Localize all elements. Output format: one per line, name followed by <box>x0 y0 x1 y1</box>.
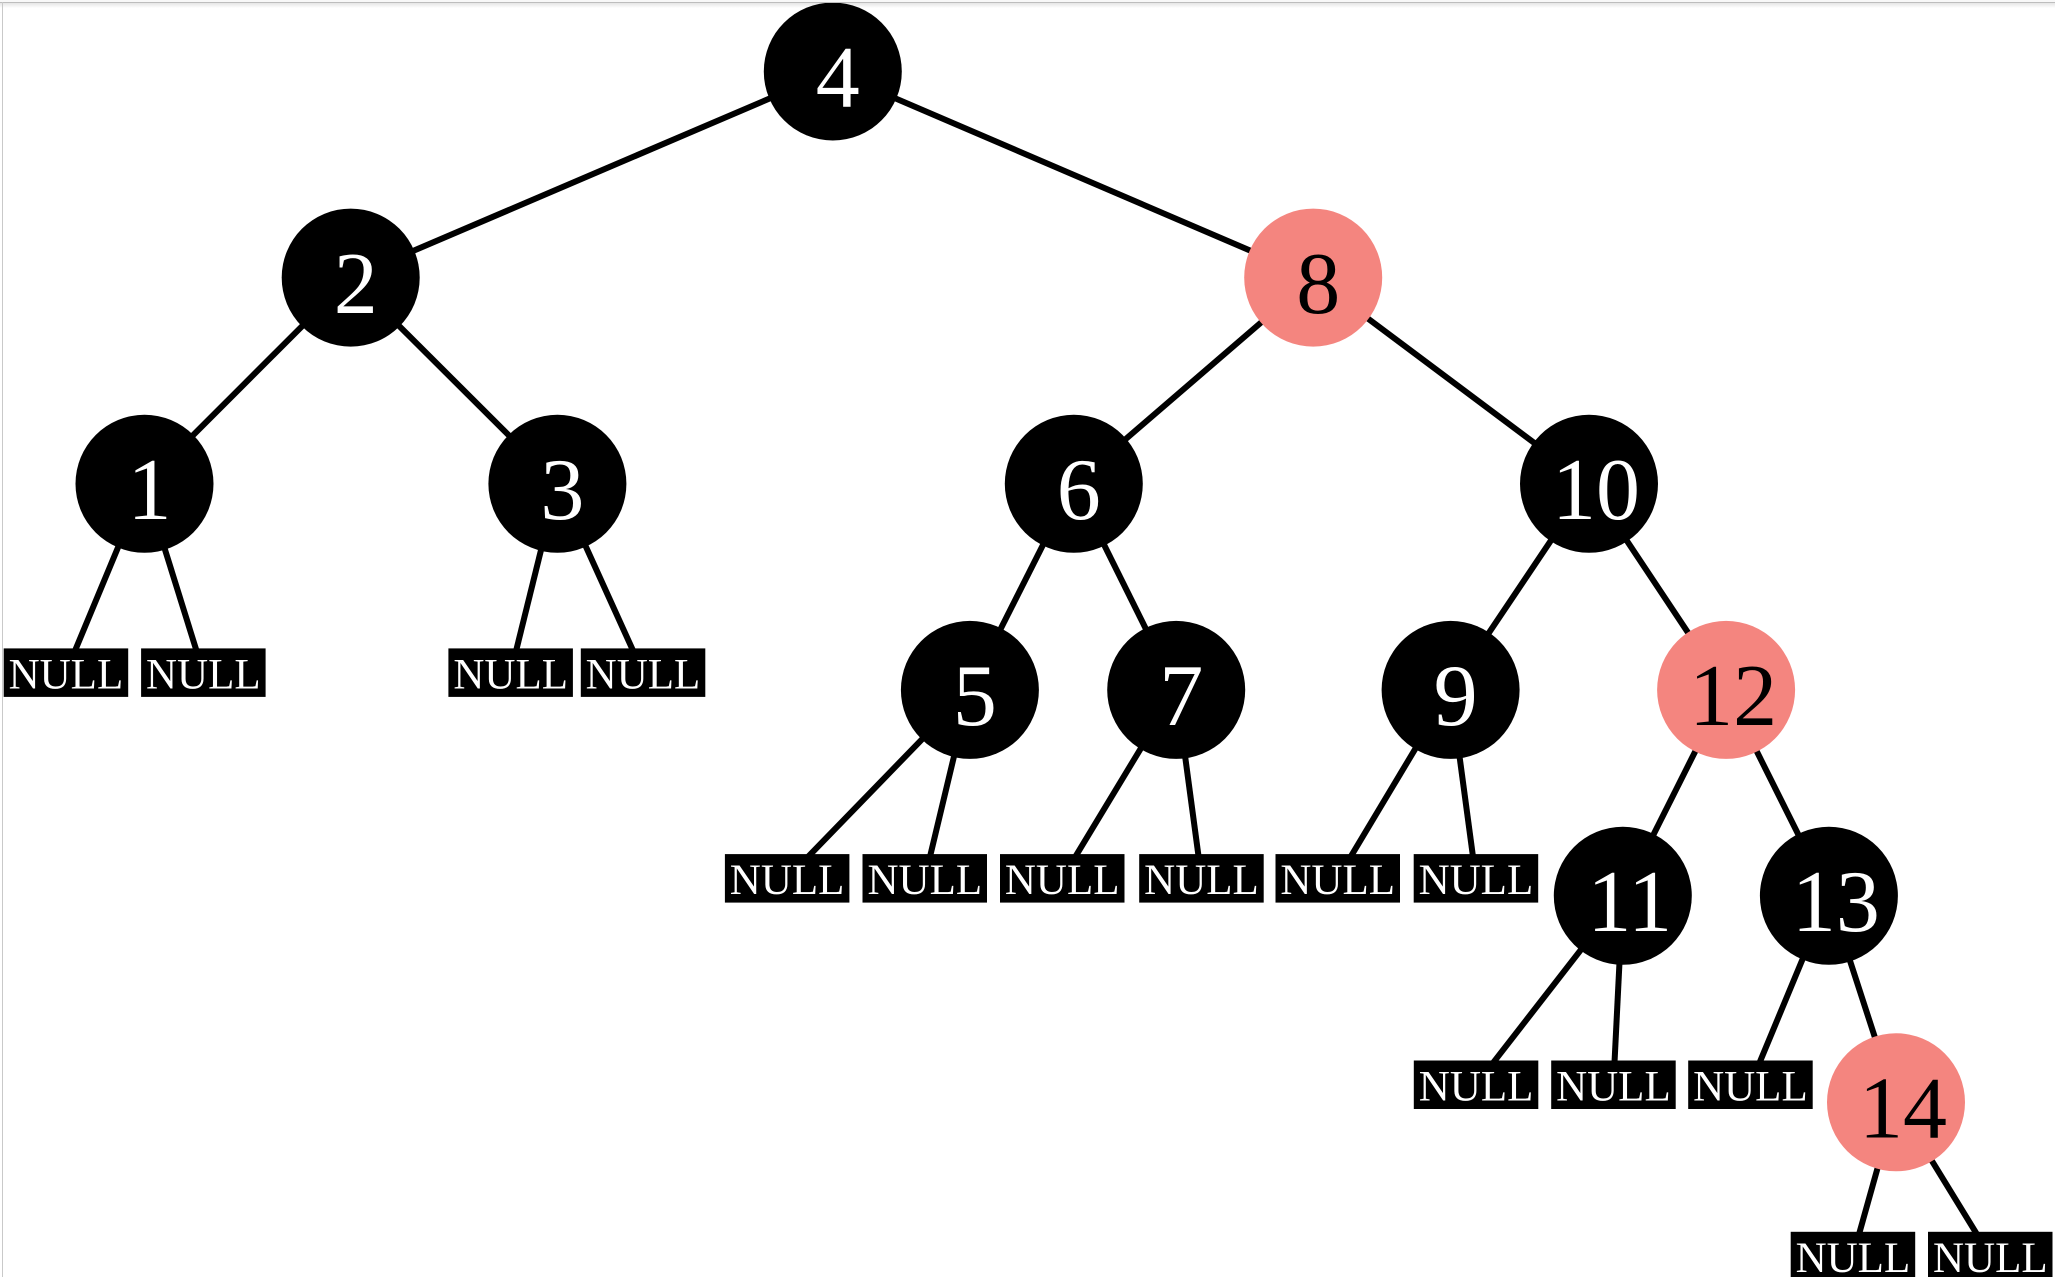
svg-text:9: 9 <box>1434 648 1478 745</box>
svg-text:NULL: NULL <box>1144 857 1259 904</box>
svg-text:1: 1 <box>128 442 172 539</box>
svg-text:NULL: NULL <box>1419 1064 1534 1111</box>
svg-text:13: 13 <box>1792 854 1880 951</box>
svg-text:NULL: NULL <box>1005 857 1120 904</box>
svg-text:NULL: NULL <box>1796 1235 1911 1277</box>
svg-text:4: 4 <box>816 30 860 127</box>
svg-text:14: 14 <box>1859 1061 1947 1158</box>
svg-text:2: 2 <box>334 236 378 333</box>
svg-text:3: 3 <box>540 442 584 539</box>
svg-text:NULL: NULL <box>1933 1235 2048 1277</box>
svg-text:NULL: NULL <box>1280 857 1395 904</box>
svg-text:11: 11 <box>1587 854 1672 951</box>
svg-text:10: 10 <box>1552 442 1640 539</box>
svg-text:NULL: NULL <box>1419 857 1534 904</box>
svg-text:NULL: NULL <box>1556 1064 1671 1111</box>
svg-text:NULL: NULL <box>9 651 124 698</box>
svg-text:NULL: NULL <box>453 651 568 698</box>
svg-text:NULL: NULL <box>730 857 845 904</box>
svg-text:NULL: NULL <box>1693 1064 1808 1111</box>
svg-text:12: 12 <box>1689 648 1777 745</box>
svg-text:8: 8 <box>1296 236 1340 333</box>
svg-text:6: 6 <box>1057 442 1101 539</box>
svg-text:5: 5 <box>953 648 997 745</box>
svg-text:NULL: NULL <box>867 857 982 904</box>
svg-text:NULL: NULL <box>146 651 261 698</box>
svg-text:NULL: NULL <box>586 651 701 698</box>
svg-text:7: 7 <box>1159 648 1203 745</box>
